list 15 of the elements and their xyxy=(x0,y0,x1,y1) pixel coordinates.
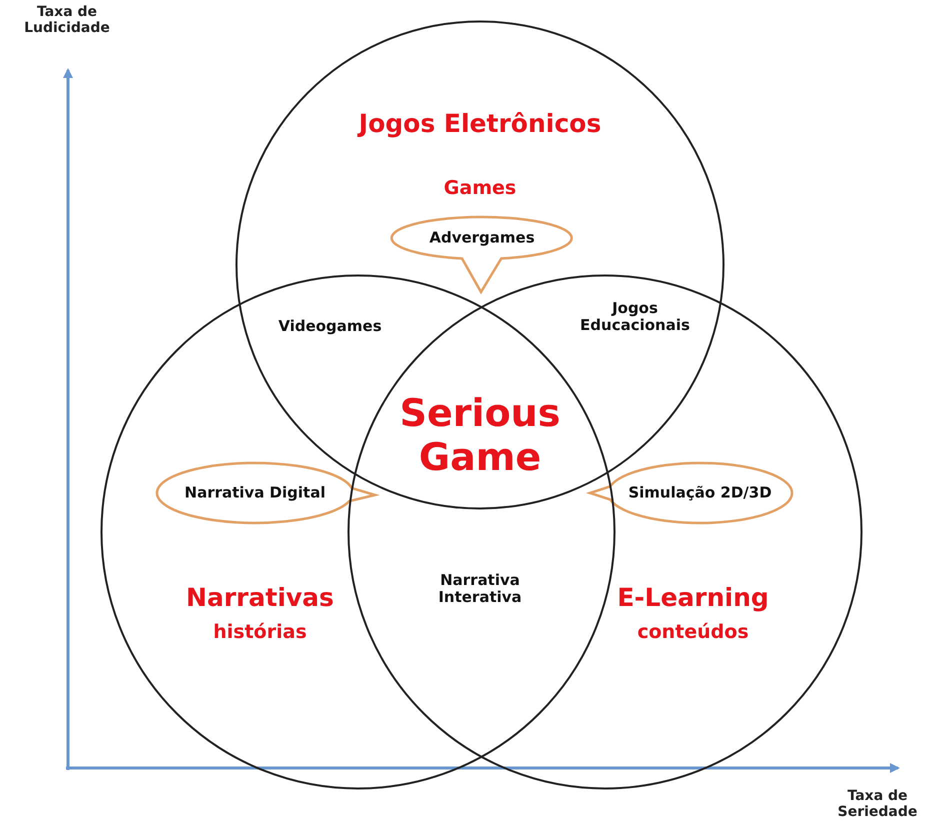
region-label: Videogames xyxy=(277,318,383,336)
circle-subtitle: Games xyxy=(442,178,518,200)
circle-subtitle: histórias xyxy=(212,622,308,644)
circle-title: E-Learning xyxy=(616,584,770,613)
region-label: Narrativa Interativa xyxy=(437,572,523,606)
bubble-text: Narrativa Digital xyxy=(184,484,326,502)
circle-title: Narrativas xyxy=(185,584,335,613)
bubble-text: Simulação 2D/3D xyxy=(627,484,773,502)
circle-title: Jogos Eletrônicos xyxy=(356,110,602,139)
axis-label: Taxa de Ludicidade xyxy=(23,4,111,36)
region-label: Jogos Educacionais xyxy=(579,300,691,334)
circle-subtitle: conteúdos xyxy=(636,622,750,644)
center-title: Serious Game xyxy=(398,392,562,480)
axis-label: Taxa de Seriedade xyxy=(836,788,918,820)
bubble-text: Advergames xyxy=(428,229,536,247)
